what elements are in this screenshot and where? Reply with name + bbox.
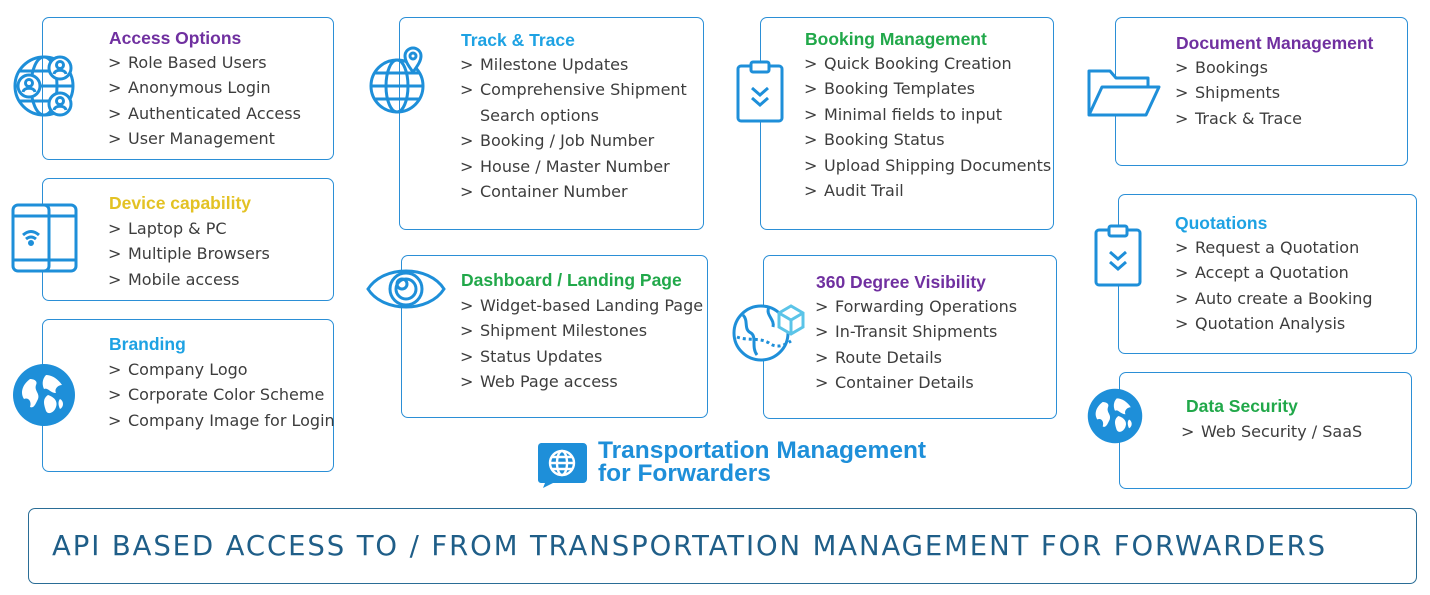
list-item: Company Logo (108, 357, 335, 383)
list-item: Multiple Browsers (108, 241, 270, 267)
device-capability-list: Laptop & PC Multiple Browsers Mobile acc… (108, 216, 270, 293)
list-item: House / Master Number (460, 154, 710, 180)
list-item: Shipment Milestones (460, 318, 703, 344)
quotations-list: Request a Quotation Accept a Quotation A… (1175, 235, 1373, 337)
list-item: Shipments (1175, 80, 1302, 106)
world-globe-icon (1086, 387, 1144, 445)
mobile-devices-icon (10, 202, 80, 274)
document-management-title: Document Management (1176, 33, 1374, 53)
list-item: Mobile access (108, 267, 270, 293)
data-security-title: Data Security (1186, 396, 1298, 416)
api-banner: API BASED ACCESS TO / FROM TRANSPORTATIO… (28, 508, 1417, 584)
list-item: Web Security / SaaS (1181, 419, 1362, 445)
dashboard-title: Dashboard / Landing Page (461, 270, 682, 290)
list-item: Booking Templates (804, 76, 1051, 102)
brand-line-1: Transportation Management (598, 437, 927, 464)
list-item: Role Based Users (108, 50, 301, 76)
list-item: Booking / Job Number (460, 128, 710, 154)
data-security-list: Web Security / SaaS (1181, 419, 1362, 445)
branding-title: Branding (109, 334, 186, 354)
api-banner-text: API BASED ACCESS TO / FROM TRANSPORTATIO… (52, 530, 1327, 562)
list-item: Audit Trail (804, 178, 1051, 204)
document-management-list: Bookings Shipments Track & Trace (1175, 55, 1302, 132)
list-item: Track & Trace (1175, 106, 1302, 132)
globe-users-icon (9, 51, 79, 121)
list-item: Company Image for Login (108, 408, 335, 434)
folder-icon (1086, 65, 1162, 121)
booking-management-title: Booking Management (805, 29, 987, 49)
eye-icon (365, 258, 447, 320)
clipboard-check-icon (1093, 224, 1143, 288)
globe-package-icon (729, 297, 811, 365)
world-globe-icon (11, 362, 77, 428)
chat-globe-logo-icon (537, 441, 589, 489)
list-item: In-Transit Shipments (815, 319, 1017, 345)
list-item: Bookings (1175, 55, 1302, 81)
access-options-title: Access Options (109, 28, 242, 48)
list-item: Request a Quotation (1175, 235, 1373, 261)
booking-management-list: Quick Booking Creation Booking Templates… (804, 51, 1051, 204)
list-item: Accept a Quotation (1175, 260, 1373, 286)
list-item: Booking Status (804, 127, 1051, 153)
list-item: Route Details (815, 345, 1017, 371)
dashboard-list: Widget-based Landing Page Shipment Miles… (460, 293, 703, 395)
clipboard-check-icon (735, 60, 785, 124)
list-item: Widget-based Landing Page (460, 293, 703, 319)
list-item: User Management (108, 126, 301, 152)
brand-name: Transportation Management for Forwarders (598, 437, 927, 487)
list-item: Comprehensive Shipment Search options (460, 77, 710, 128)
visibility-list: Forwarding Operations In-Transit Shipmen… (815, 294, 1017, 396)
list-item: Container Number (460, 179, 710, 205)
list-item: Minimal fields to input (804, 102, 1051, 128)
list-item: Milestone Updates (460, 52, 710, 78)
quotations-title: Quotations (1175, 213, 1268, 233)
branding-list: Company Logo Corporate Color Scheme Comp… (108, 357, 335, 434)
list-item: Status Updates (460, 344, 703, 370)
list-item: Laptop & PC (108, 216, 270, 242)
visibility-title: 360 Degree Visibility (816, 272, 986, 292)
track-trace-list: Milestone Updates Comprehensive Shipment… (460, 52, 710, 205)
list-item: Authenticated Access (108, 101, 301, 127)
globe-pin-icon (367, 44, 435, 116)
device-capability-title: Device capability (109, 193, 252, 213)
brand-line-2: for Forwarders (598, 460, 771, 487)
list-item: Web Page access (460, 369, 703, 395)
list-item: Corporate Color Scheme (108, 382, 335, 408)
list-item: Auto create a Booking (1175, 286, 1373, 312)
track-trace-title: Track & Trace (461, 30, 575, 50)
list-item: Anonymous Login (108, 75, 301, 101)
list-item: Container Details (815, 370, 1017, 396)
access-options-list: Role Based Users Anonymous Login Authent… (108, 50, 301, 152)
list-item: Quotation Analysis (1175, 311, 1373, 337)
list-item: Upload Shipping Documents (804, 153, 1051, 179)
list-item: Forwarding Operations (815, 294, 1017, 320)
list-item: Quick Booking Creation (804, 51, 1051, 77)
